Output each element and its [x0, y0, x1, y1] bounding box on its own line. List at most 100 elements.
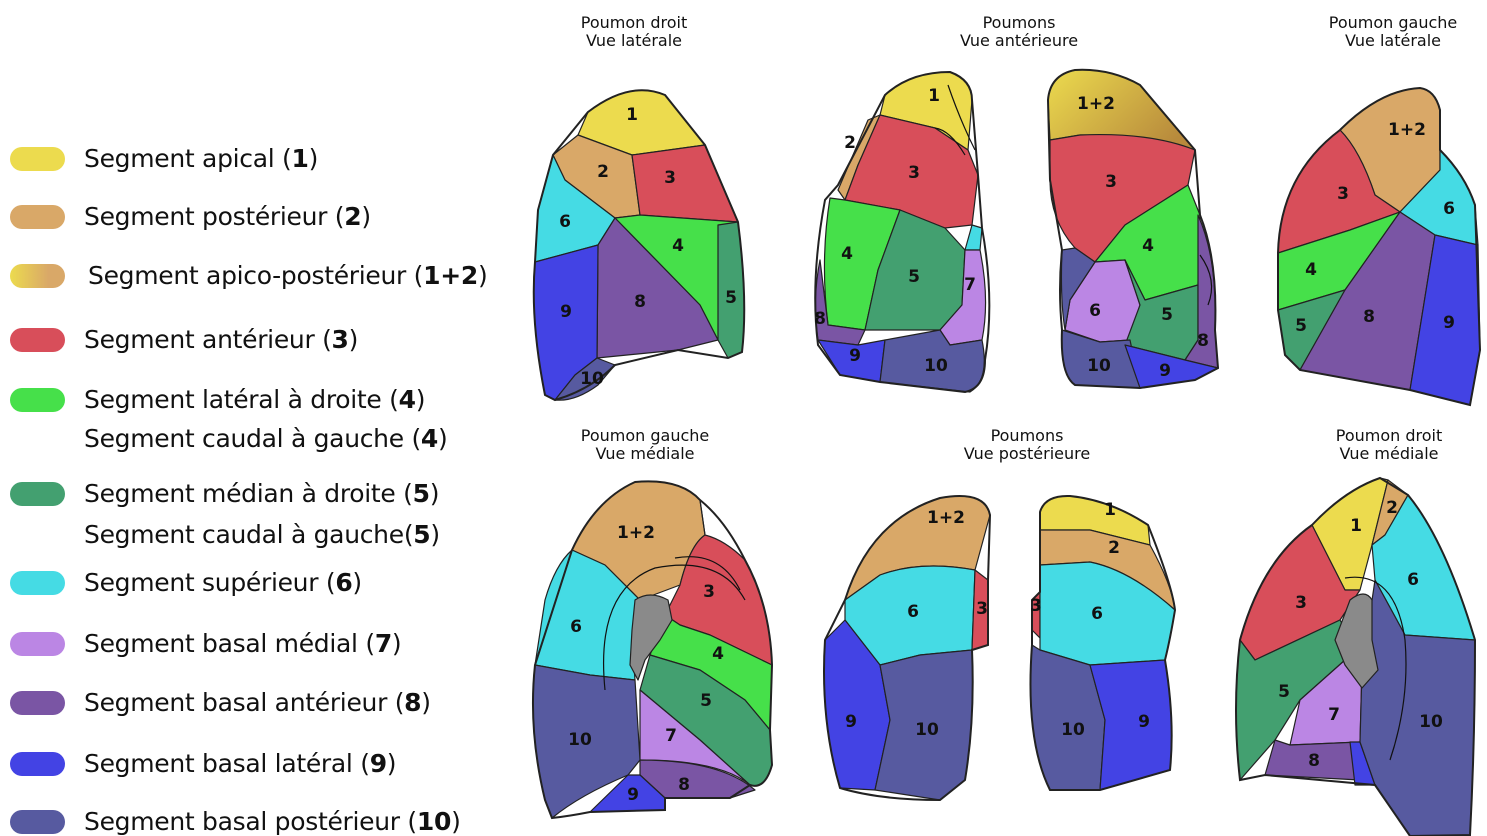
label-seg-9: 9 [1138, 712, 1150, 732]
label-seg-10: 10 [568, 730, 592, 750]
diagram-left-medial [532, 480, 774, 820]
label-seg-10: 10 [1061, 720, 1085, 740]
label-seg-6: 6 [570, 617, 582, 637]
label-seg-6: 6 [907, 602, 919, 622]
label-seg-5: 5 [700, 691, 712, 711]
label-seg-5: 5 [1295, 316, 1307, 336]
legend-swatch-anterieur [10, 328, 65, 352]
legend-label-caudal-5: Segment caudal à gauche(5) [84, 520, 440, 549]
label-seg-9: 9 [560, 302, 572, 322]
label-seg-5: 5 [1278, 682, 1290, 702]
label-seg-4: 4 [1142, 236, 1154, 256]
legend-swatch-superieur [10, 571, 65, 595]
label-seg-8: 8 [1308, 751, 1320, 771]
outline-posterior-right [1029, 494, 1177, 791]
diagram-posterior-right [1029, 494, 1177, 791]
legend: Segment apical (1) Segment postérieur (2… [0, 0, 520, 836]
outline-left-lateral [1277, 86, 1482, 407]
label-seg-3: 3 [1337, 184, 1349, 204]
vessel-line [934, 84, 976, 156]
outline-left-medial [532, 480, 774, 820]
legend-label-posterieur: Segment postérieur (2) [84, 202, 371, 231]
label-seg-10: 10 [924, 356, 948, 376]
legend-swatch-basal-anterieur [10, 691, 65, 715]
label-seg-9: 9 [1443, 313, 1455, 333]
label-seg-1: 1 [1104, 500, 1116, 520]
hilum [1334, 593, 1379, 689]
label-seg-3: 3 [1295, 593, 1307, 613]
label-seg-1-2: 1+2 [617, 523, 655, 543]
diagram-right-medial [1235, 476, 1477, 836]
label-seg-2: 2 [1386, 498, 1398, 518]
label-seg-6: 6 [1091, 604, 1103, 624]
label-seg-8: 8 [814, 309, 826, 329]
vessel-line [1344, 576, 1407, 761]
label-seg-7: 7 [1328, 705, 1340, 725]
label-seg-9: 9 [1159, 361, 1171, 381]
label-seg-2: 2 [597, 162, 609, 182]
legend-label-basal-lateral: Segment basal latéral (9) [84, 749, 397, 778]
legend-label-lateral: Segment latéral à droite (4) [84, 385, 426, 414]
label-seg-7: 7 [964, 275, 976, 295]
label-seg-6: 6 [1089, 301, 1101, 321]
vessel-line [602, 556, 746, 691]
legend-swatch-basal-posterieur [10, 810, 65, 834]
label-seg-5: 5 [1161, 305, 1173, 325]
legend-label-anterieur: Segment antérieur (3) [84, 325, 359, 354]
outline-right-medial [1235, 476, 1477, 836]
label-seg-10: 10 [580, 369, 604, 389]
outline-anterior-right [814, 70, 991, 394]
label-seg-1: 1 [928, 86, 940, 106]
legend-swatch-median [10, 482, 65, 506]
seg-10 [554, 357, 616, 401]
legend-swatch-basal-lateral [10, 752, 65, 776]
label-seg-5: 5 [725, 288, 737, 308]
legend-swatch-basal-medial [10, 632, 65, 656]
label-seg-6: 6 [1443, 199, 1455, 219]
seg-6 [964, 224, 983, 251]
label-seg-9: 9 [845, 712, 857, 732]
legend-swatch-posterieur [10, 205, 65, 229]
label-seg-3: 3 [976, 599, 988, 619]
label-seg-4: 4 [1305, 260, 1317, 280]
label-seg-10: 10 [915, 720, 939, 740]
label-seg-4: 4 [841, 244, 853, 264]
diagram-left-lateral [1277, 86, 1482, 407]
outline-right-lateral [532, 89, 746, 402]
label-seg-1-2: 1+2 [1388, 120, 1426, 140]
label-seg-7: 7 [665, 726, 677, 746]
legend-label-basal-medial: Segment basal médial (7) [84, 629, 402, 658]
label-seg-8: 8 [1197, 331, 1209, 351]
label-seg-3: 3 [1105, 172, 1117, 192]
label-seg-2: 2 [1108, 538, 1120, 558]
diagram-posterior-left [823, 495, 992, 802]
outline-posterior-left [823, 495, 992, 802]
diagram-anterior-left [1046, 68, 1220, 390]
legend-label-basal-anterieur: Segment basal antérieur (8) [84, 688, 431, 717]
legend-label-apical: Segment apical (1) [84, 144, 319, 173]
label-seg-6: 6 [1407, 570, 1419, 590]
label-seg-1-2: 1+2 [927, 508, 965, 528]
label-seg-5: 5 [908, 267, 920, 287]
diagram-anterior-right [814, 70, 991, 394]
label-seg-1: 1 [626, 105, 638, 125]
legend-swatch-apical [10, 147, 65, 171]
legend-label-apico-posterieur: Segment apico-postérieur (1+2) [88, 261, 488, 290]
label-seg-8: 8 [678, 775, 690, 795]
vessel-line [1199, 254, 1213, 306]
legend-swatch-lateral [10, 388, 65, 412]
segment-labels: 1 2 3 6 4 5 8 9 10 1 2 3 4 5 7 8 9 10 1+… [559, 86, 1455, 805]
label-seg-8: 8 [1363, 307, 1375, 327]
label-seg-9: 9 [627, 785, 639, 805]
label-seg-10: 10 [1087, 356, 1111, 376]
legend-swatch-apico-posterieur [10, 264, 65, 288]
legend-label-caudal-4: Segment caudal à gauche (4) [84, 424, 448, 453]
label-seg-6: 6 [559, 212, 571, 232]
label-seg-8: 8 [634, 292, 646, 312]
legend-label-median: Segment médian à droite (5) [84, 479, 440, 508]
label-seg-2: 2 [844, 133, 856, 153]
